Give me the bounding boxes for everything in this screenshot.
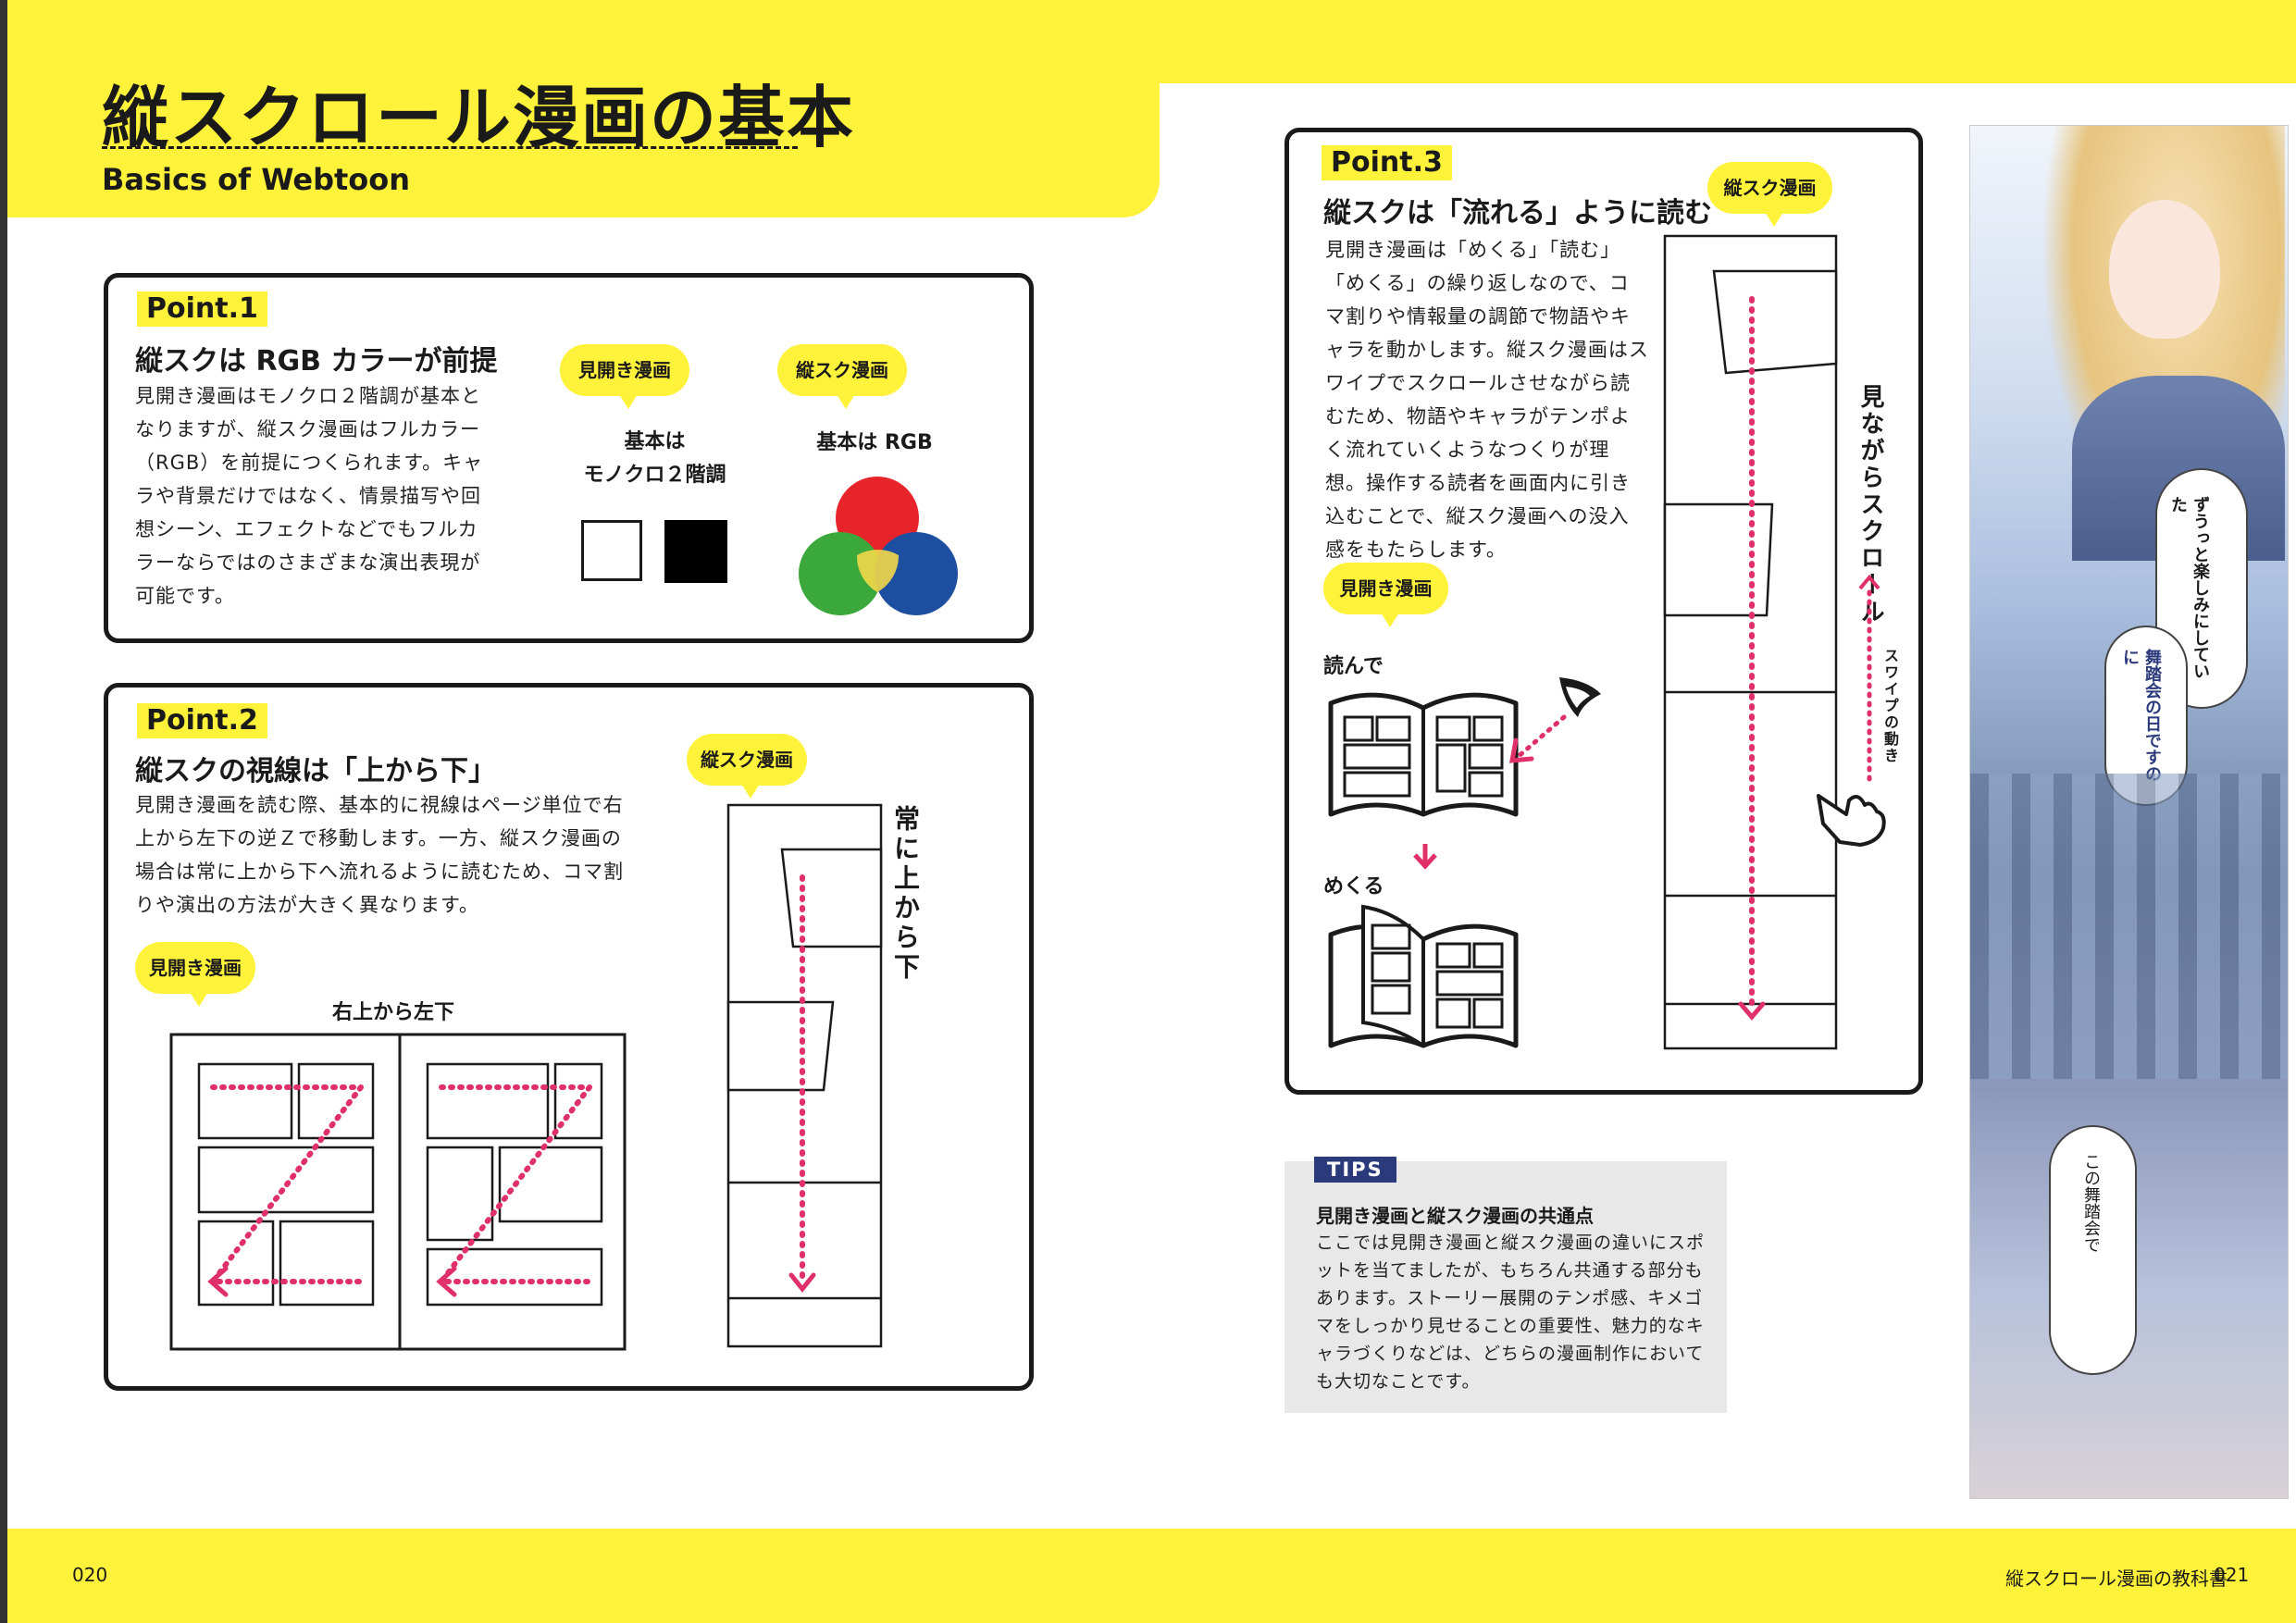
footer-band xyxy=(7,1529,2296,1623)
rgb-venn-diagram xyxy=(799,477,958,615)
point2-label-left: 右上から左下 xyxy=(331,1001,454,1024)
point3-swipe-label: スワイプの動き xyxy=(1881,648,1899,764)
page-edge xyxy=(0,0,7,1623)
point1-label-right: 基本は RGB xyxy=(816,431,933,454)
swipe-arrow xyxy=(1858,574,1880,789)
point2-vertical-label: 常に上から下 xyxy=(890,805,921,983)
title-underline xyxy=(102,146,798,149)
down-arrow-icon xyxy=(1413,844,1437,870)
header-band-right xyxy=(1160,0,2296,83)
webtoon-illustration: ずうっと楽しみにしていた 舞踏会の日ですのに この舞踏会で xyxy=(1969,125,2289,1499)
speech-text-1: ずうっと楽しみにしていた xyxy=(2168,496,2210,679)
point3-strip-diagram xyxy=(1663,234,1838,1050)
header-band xyxy=(7,0,1160,217)
point3-turn-label: めくる xyxy=(1323,875,1384,898)
speech-text-2: 舞踏会の日ですのに xyxy=(2120,649,2162,782)
point1-badge: Point.1 xyxy=(137,291,267,327)
point1-heading: 縦スクは RGB カラーが前提 xyxy=(135,345,498,378)
open-book-icon-read xyxy=(1328,692,1519,817)
point1-body: 見開き漫画はモノクロ２階調が基本となりますが、縦スク漫画はフルカラー（RGB）を… xyxy=(135,385,484,607)
eye-icon xyxy=(1508,677,1601,763)
point2-body: 見開き漫画を読む際、基本的に視線はページ単位で右上から左下の逆Ｚで移動します。一… xyxy=(135,794,624,916)
point1-label-left: 基本は モノクロ２階調 xyxy=(583,430,726,487)
point3-badge: Point.3 xyxy=(1322,145,1452,180)
speech-text-3: この舞踏会で xyxy=(2081,1153,2101,1253)
spread-panel-diagram xyxy=(169,1033,627,1351)
page-subtitle: Basics of Webtoon xyxy=(102,162,411,197)
point1-bubble-left: 見開き漫画 xyxy=(560,344,689,409)
left-page-number: 020 xyxy=(72,1564,108,1586)
point3-body: 見開き漫画は「めくる」「読む」「めくる」の繰り返しなので、コマ割りや情報量の調節… xyxy=(1325,239,1649,561)
black-swatch xyxy=(664,520,727,583)
page-title: 縦スクロール漫画の基本 xyxy=(102,79,856,156)
tips-badge: TIPS xyxy=(1314,1157,1396,1183)
character-face xyxy=(2109,200,2220,339)
header-curve xyxy=(1160,83,1215,139)
speech-bubble-3 xyxy=(2049,1125,2137,1375)
tips-heading: 見開き漫画と縦スク漫画の共通点 xyxy=(1316,1205,1594,1227)
point3-bubble-bottom: 見開き漫画 xyxy=(1323,563,1448,627)
point2-bubble-right: 縦スク漫画 xyxy=(687,734,807,799)
point2-heading: 縦スクの視線は「上から下」 xyxy=(135,755,496,787)
right-page-number: 021 xyxy=(2214,1564,2250,1586)
hand-pointer-icon xyxy=(1817,794,1886,847)
rgb-green-circle xyxy=(799,532,882,615)
point1-bubble-right: 縦スク漫画 xyxy=(777,344,907,409)
webtoon-strip-diagram xyxy=(726,803,883,1348)
ballroom-window xyxy=(1970,774,2288,1079)
point2-bubble-left: 見開き漫画 xyxy=(135,942,255,1007)
point3-heading: 縦スクは「流れる」ように読む xyxy=(1323,197,1712,229)
point2-badge: Point.2 xyxy=(137,703,267,738)
book-title: 縦スクロール漫画の教科書 xyxy=(2005,1567,2228,1590)
point3-bubble-top: 縦スク漫画 xyxy=(1707,162,1832,227)
open-book-icon-turn xyxy=(1328,904,1519,1048)
rgb-blue-circle xyxy=(875,532,958,615)
white-swatch xyxy=(581,520,642,581)
point3-read-label: 読んで xyxy=(1323,655,1384,678)
tips-box xyxy=(1285,1161,1727,1413)
tips-body: ここでは見開き漫画と縦スク漫画の違いにスポットを当てましたが、もちろん共通する部… xyxy=(1316,1233,1706,1392)
